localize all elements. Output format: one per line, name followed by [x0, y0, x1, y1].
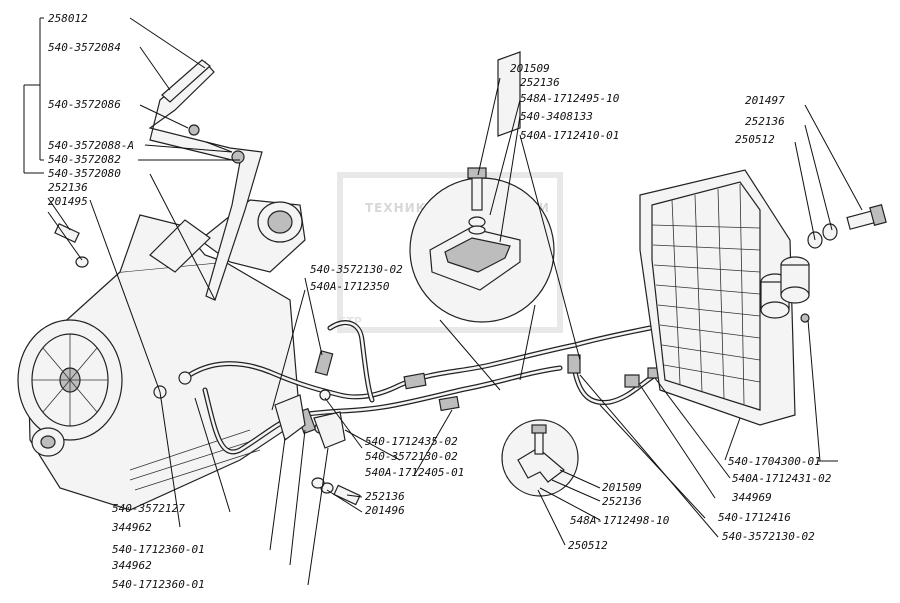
label-group-bracket [23, 17, 44, 174]
part-label: 540-3572088-А [48, 139, 134, 152]
part-label: 540-3572080 [48, 167, 121, 180]
part-label: 540-3572127 [112, 502, 185, 515]
detail-view-lower [501, 419, 579, 497]
part-label: 252136 [745, 115, 785, 128]
part-label: 344962 [111, 521, 152, 534]
watermark-text-left: ТЕХНИКА [365, 201, 437, 215]
part-label: 201497 [745, 94, 785, 107]
part-label: 250512 [735, 133, 775, 146]
part-label: 540-3572084 [48, 41, 121, 54]
upper-label-plate [497, 51, 521, 137]
part-label: 540А-1712410-01 [520, 129, 619, 142]
part-label: 540А-1712431-02 [732, 472, 832, 485]
oil-cooler [639, 169, 810, 426]
part-label: 540-1704300-01 [728, 455, 821, 468]
part-label: 540-1712360-01 [112, 578, 205, 591]
part-label: 201509 [510, 62, 550, 75]
part-label: 344969 [731, 491, 772, 504]
part-label: 258012 [48, 12, 88, 25]
leader-lines [47, 17, 863, 586]
part-label: 540-3408133 [520, 110, 593, 123]
transmission-assembly [17, 199, 306, 511]
part-label: 252136 [602, 495, 642, 508]
part-label: 540-3572086 [48, 98, 121, 111]
radiator-bolts [807, 204, 887, 249]
part-label: 252136 [48, 181, 88, 194]
part-label: 252136 [365, 490, 405, 503]
part-label: 540-3572130-02 [310, 263, 403, 276]
mounting-bracket [148, 59, 263, 301]
part-labels: 258012 540-3572084 540-3572086 540-35720… [48, 12, 832, 591]
part-label: 540А-1712350 [310, 280, 390, 293]
part-label: 548А-1712498-10 [570, 514, 670, 527]
part-label: 540-1712435-02 [365, 435, 458, 448]
part-label: 252136 [520, 76, 560, 89]
part-label: 250512 [568, 539, 608, 552]
part-label: 201496 [365, 504, 405, 517]
part-label: 540-3572082 [48, 153, 121, 166]
part-label: 201509 [602, 481, 642, 494]
part-label: 201495 [48, 195, 88, 208]
part-label: 540-3572130-02 [365, 450, 458, 463]
detail-view-upper [409, 167, 555, 391]
part-label: 540-1712360-01 [112, 543, 205, 556]
part-label: 548А-1712495-10 [520, 92, 620, 105]
part-label: 344962 [111, 559, 152, 572]
part-label: 540-1712416 [718, 511, 791, 524]
part-label: 540А-1712405-01 [365, 466, 464, 479]
part-label: 540-3572130-02 [722, 530, 815, 543]
